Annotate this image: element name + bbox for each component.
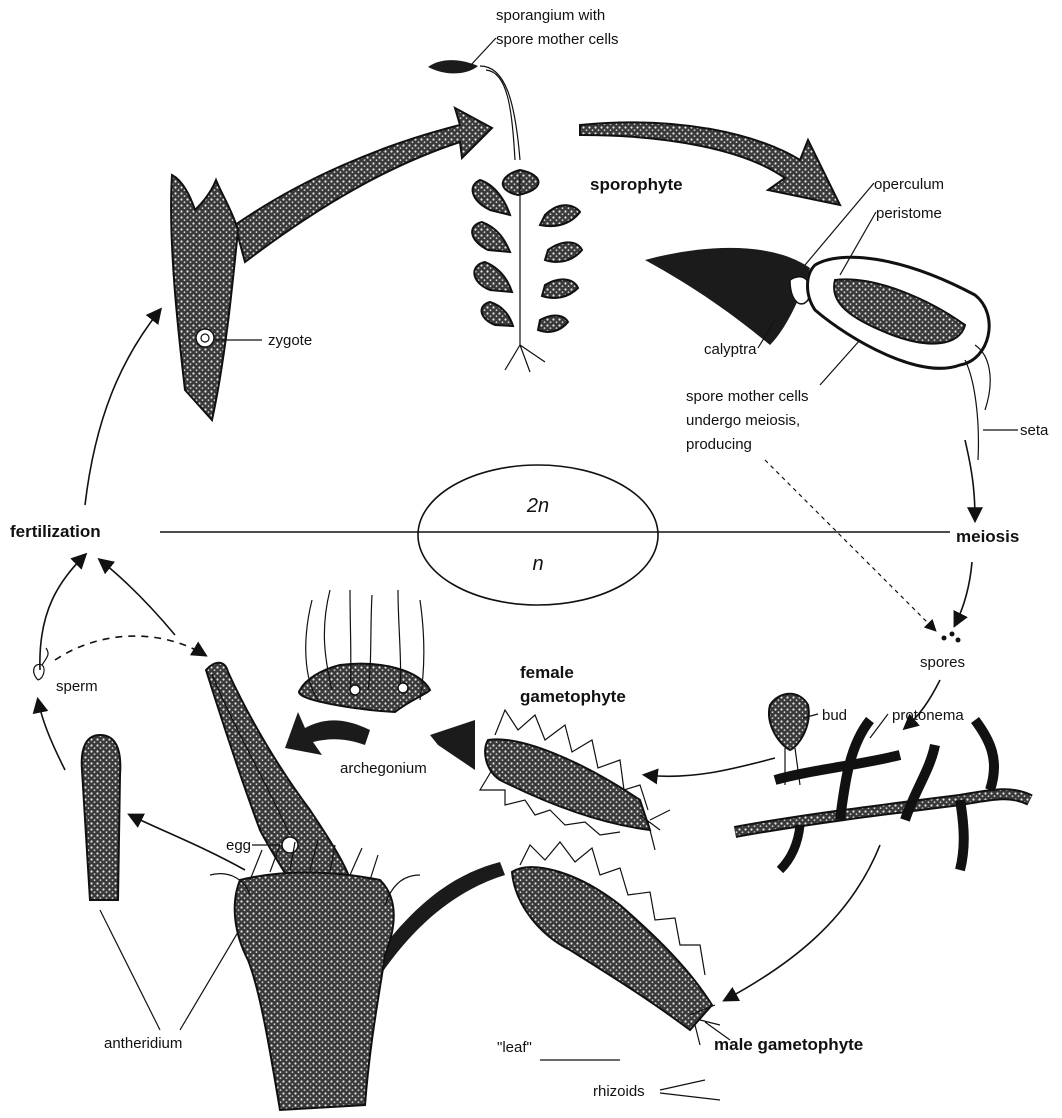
female-label-line2: gametophyte	[520, 687, 626, 706]
arrow-protonema-to-female	[645, 758, 775, 776]
male-label: male gametophyte	[714, 1035, 863, 1054]
meiosis-note-line2: undergo meiosis,	[686, 412, 800, 429]
rhizoids-pointer-2	[660, 1093, 720, 1100]
arrow-archegonium-to-egg	[285, 712, 370, 755]
antheridium-pointer-1	[100, 910, 160, 1030]
meiosis-note-pointer	[820, 340, 860, 385]
arrow-antheridium-to-sperm	[38, 700, 65, 770]
sporangium-pointer	[470, 38, 496, 66]
female-gametophyte-illustration	[480, 710, 670, 850]
arrow-egg-to-fertilization	[100, 560, 175, 635]
protonema-pointer	[870, 714, 888, 738]
arrow-sperm-to-fertilization	[40, 555, 85, 670]
archegonium-label: archegonium	[340, 760, 427, 777]
fertilization-label: fertilization	[10, 522, 101, 541]
zygote-label: zygote	[268, 332, 312, 349]
sporangium-label-line2: spore mother cells	[496, 31, 619, 48]
sperm-label: sperm	[56, 678, 98, 695]
antheridial-head-illustration	[210, 840, 420, 1110]
meiosis-label: meiosis	[956, 527, 1019, 546]
ploidy-ellipse	[418, 465, 658, 605]
rhizoids-label: rhizoids	[593, 1083, 645, 1100]
operculum-label: operculum	[874, 176, 944, 193]
leaf-label: "leaf"	[497, 1039, 532, 1056]
bud-label: bud	[822, 707, 847, 724]
peristome-label: peristome	[876, 205, 942, 222]
arrow-meiosis-to-spores	[955, 562, 972, 625]
calyptra-label: calyptra	[704, 341, 757, 358]
zygote-archegonium-illustration	[171, 175, 238, 420]
arrow-fertilization-to-zygote	[85, 310, 160, 505]
antheridium-illustration	[82, 735, 121, 900]
female-label-line1: female	[520, 663, 574, 682]
archegonium-cluster-illustration	[299, 590, 430, 712]
arrow-zygote-to-sporophyte	[235, 108, 492, 262]
arrow-meiosis-to-spores-dotted	[765, 460, 935, 630]
protonema-illustration	[735, 694, 1030, 870]
arrow-seta-to-meiosis	[965, 440, 975, 520]
arrow-female-to-archegonium	[430, 720, 475, 770]
seta-label: seta	[1020, 422, 1049, 439]
antheridium-label: antheridium	[104, 1035, 182, 1052]
meiosis-note-line1: spore mother cells	[686, 388, 809, 405]
meiosis-note-line3: producing	[686, 436, 752, 453]
calyptra-shape	[645, 248, 810, 345]
arrow-protonema-to-male	[725, 845, 880, 1000]
male-gametophyte-illustration	[512, 842, 730, 1045]
sporophyte-label: sporophyte	[590, 175, 683, 194]
sporophyte-illustration	[428, 60, 582, 372]
diploid-label: 2n	[526, 495, 549, 517]
rhizoids-pointer-1	[660, 1080, 705, 1090]
haploid-label: n	[532, 553, 543, 575]
egg-label: egg	[226, 837, 251, 854]
spores-label: spores	[920, 654, 965, 671]
spores-illustration	[942, 632, 961, 643]
arrow-sperm-to-egg-dashed	[55, 636, 205, 660]
protonema-label: protonema	[892, 707, 964, 724]
sporangium-label-line1: sporangium with	[496, 7, 605, 24]
